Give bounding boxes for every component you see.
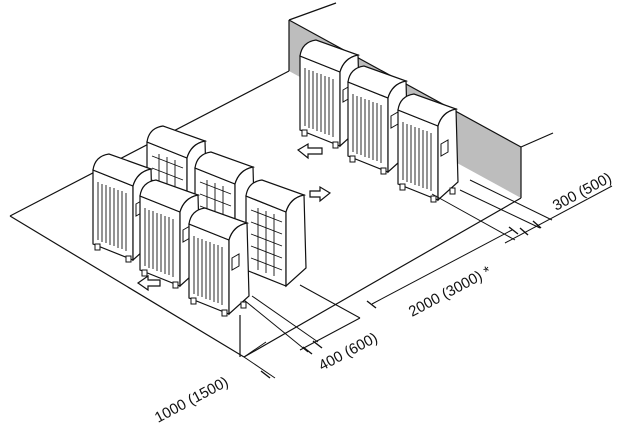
unit-row-back xyxy=(299,39,459,203)
hollow-arrow-icon xyxy=(136,274,161,292)
hollow-arrow-icon xyxy=(296,142,323,160)
outdoor-unit xyxy=(397,93,459,203)
hollow-arrow-icon xyxy=(309,185,332,203)
outdoor-unit xyxy=(245,179,307,287)
outdoor-unit xyxy=(188,207,250,317)
rear-clearance-label: 300 (500) xyxy=(550,169,615,214)
dimension-lines xyxy=(243,179,613,379)
row-spacing-label: 2000 (3000) * xyxy=(406,263,494,321)
dimension-ticks xyxy=(260,220,542,379)
front-clearance-label: 1000 (1500) xyxy=(152,374,231,427)
